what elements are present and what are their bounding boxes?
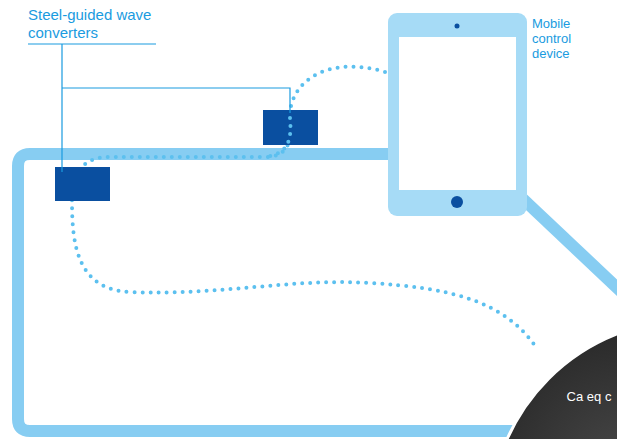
device-node: Mobile control device [388, 13, 527, 216]
tablet-button [451, 196, 463, 208]
signal-path [270, 118, 290, 156]
tablet-body [388, 13, 527, 216]
tablet-screen [399, 37, 516, 190]
leader-line [28, 44, 290, 172]
device-label: Mobile control device [532, 16, 612, 61]
signal-path [72, 67, 538, 350]
photo-caption: Ca eq c [566, 389, 612, 405]
tablet-camera [455, 24, 460, 29]
photo-circle [490, 320, 617, 439]
callout-label: Steel-guided wave converters [28, 6, 163, 42]
wave-converter [55, 167, 110, 201]
